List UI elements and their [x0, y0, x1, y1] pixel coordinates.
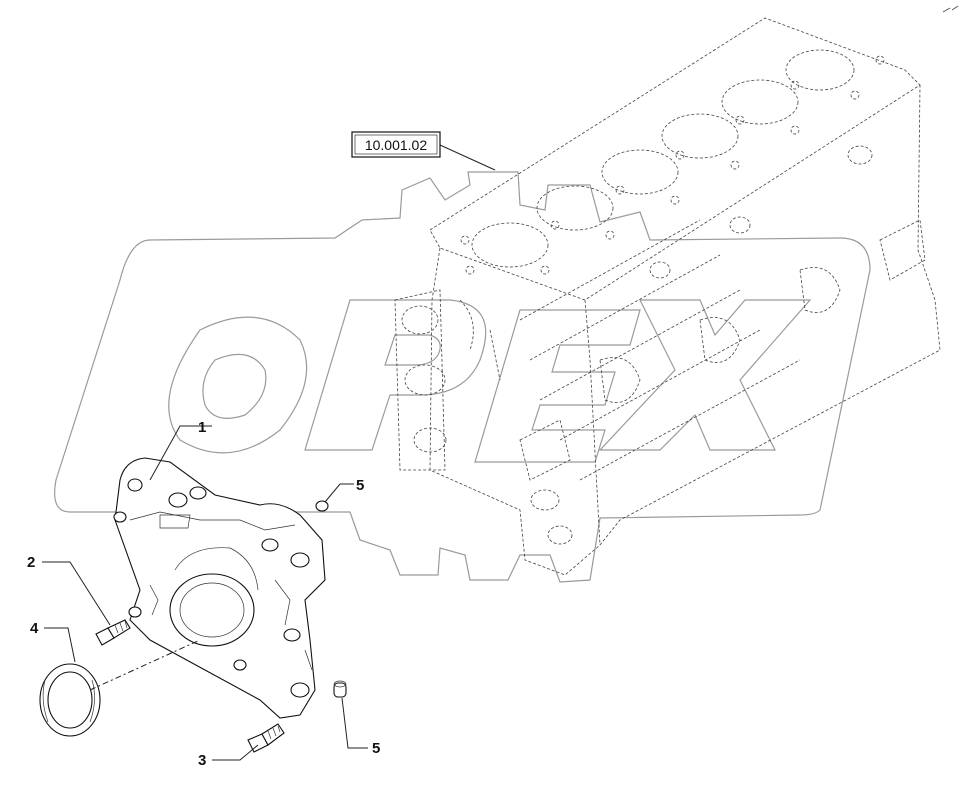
dowel-pin-part-5a: [315, 500, 329, 512]
deck-bolt-holes: [460, 55, 885, 275]
reference-box-inner: [354, 134, 438, 155]
watermark-logo: [54, 171, 871, 583]
watermark-letter-e: [474, 309, 641, 463]
watermark-letter-p: [304, 299, 487, 451]
watermark-letter-o: [168, 316, 308, 454]
watermark-letter-x: [598, 299, 812, 451]
dowel-pin-part-5b: [333, 680, 347, 698]
callout-1: 1: [198, 419, 206, 436]
leader-4: [44, 627, 76, 663]
oil-seal-part-4: [39, 663, 101, 737]
callout-5-lower: 5: [372, 740, 380, 757]
cylinder-bores: [471, 49, 855, 268]
callout-4: 4: [30, 620, 39, 637]
callout-5-upper: 5: [356, 477, 364, 494]
leader-ref: [439, 144, 496, 171]
leader-5a: [324, 483, 354, 503]
engine-block-phantom: [394, 17, 941, 576]
bolt-part-3: [247, 723, 285, 753]
reference-box[interactable]: 10.001.02: [351, 131, 441, 158]
leader-1: [149, 425, 212, 481]
leader-3: [212, 744, 259, 761]
callout-2: 2: [27, 554, 35, 571]
corner-mark-icon: [942, 5, 959, 13]
leader-5b: [341, 697, 368, 749]
seal-centerline: [89, 639, 201, 691]
leader-2: [42, 561, 111, 626]
watermark-gear-outline: [54, 171, 871, 583]
leader-lines: [42, 144, 496, 761]
bolt-part-2: [95, 619, 131, 646]
reference-label[interactable]: 10.001.02: [365, 137, 427, 153]
callout-3: 3: [198, 752, 206, 769]
timing-cover-part: [113, 457, 326, 719]
reference-box-frame: [351, 131, 441, 158]
